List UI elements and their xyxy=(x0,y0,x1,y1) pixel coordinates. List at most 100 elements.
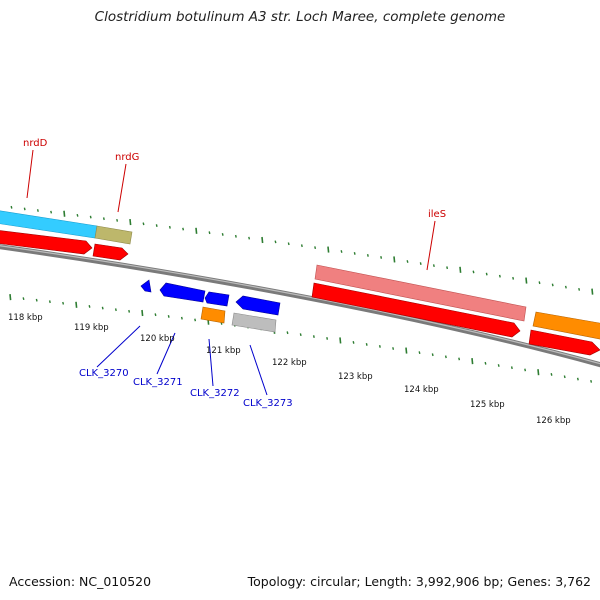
gene-label-CLK-3271[interactable]: CLK_3271 xyxy=(133,377,183,388)
gene-label-CLK-3270[interactable]: CLK_3270 xyxy=(79,368,129,379)
outer-minor-tick xyxy=(564,285,567,289)
outer-major-tick xyxy=(327,246,330,253)
outer-minor-tick xyxy=(353,252,356,255)
inner-minor-tick xyxy=(392,347,395,350)
outer-minor-tick xyxy=(208,231,211,235)
orange-feature-inner[interactable] xyxy=(200,306,226,324)
genome-backbone xyxy=(0,244,600,368)
outer-minor-tick xyxy=(406,260,409,263)
outer-major-tick xyxy=(459,266,462,273)
inner-minor-tick xyxy=(576,377,579,381)
outer-minor-tick xyxy=(23,207,26,211)
outer-minor-tick xyxy=(446,266,449,270)
outer-minor-tick xyxy=(182,227,185,231)
ruler-label-120: 120 kbp xyxy=(140,334,175,344)
cds-CLK-3270-arrow[interactable] xyxy=(140,279,152,293)
leader-ileS xyxy=(426,220,436,271)
ruler-label-121: 121 kbp xyxy=(206,346,241,356)
inner-minor-tick xyxy=(128,309,131,313)
inner-minor-tick xyxy=(22,297,25,301)
outer-minor-tick xyxy=(287,242,290,246)
outer-minor-tick xyxy=(340,250,343,253)
inner-major-tick xyxy=(75,301,78,308)
cds-CLK-3273-arrow[interactable] xyxy=(235,295,281,316)
outer-major-tick xyxy=(591,288,594,295)
leader-nrdG xyxy=(117,163,127,213)
outer-minor-tick xyxy=(419,262,422,265)
ruler-label-125: 125 kbp xyxy=(470,400,505,410)
inner-minor-tick xyxy=(444,355,447,359)
inner-minor-tick xyxy=(352,341,355,344)
gene-label-nrdG[interactable]: nrdG xyxy=(115,152,139,163)
inner-minor-tick xyxy=(154,313,157,317)
inner-minor-tick xyxy=(312,335,315,338)
inner-tick-ruler xyxy=(9,294,593,383)
ruler-label-122: 122 kbp xyxy=(272,358,307,368)
inner-minor-tick xyxy=(88,305,91,308)
outer-minor-tick xyxy=(10,205,13,209)
inner-major-tick xyxy=(405,347,408,354)
outer-minor-tick xyxy=(36,209,39,212)
cds-CLK-3271-arrow[interactable] xyxy=(159,282,206,303)
inner-minor-tick xyxy=(563,375,566,379)
orange-feature-right[interactable] xyxy=(532,311,600,340)
ruler-label-123: 123 kbp xyxy=(338,372,373,382)
cds-right-arrow[interactable] xyxy=(528,329,600,356)
inner-minor-tick xyxy=(524,368,527,372)
gene-label-nrdD[interactable]: nrdD xyxy=(23,138,48,149)
ruler-label-119: 119 kbp xyxy=(74,323,109,333)
outer-minor-tick xyxy=(142,222,145,226)
gene-label-ileS[interactable]: ileS xyxy=(428,209,446,220)
grey-feature-inner[interactable] xyxy=(231,312,277,333)
outer-minor-tick xyxy=(314,246,317,250)
outer-minor-tick xyxy=(472,270,475,274)
outer-tick-ruler xyxy=(10,205,594,295)
inner-minor-tick xyxy=(458,357,461,361)
outer-minor-tick xyxy=(116,218,119,222)
outer-minor-tick xyxy=(498,274,501,278)
outer-major-tick xyxy=(261,236,264,244)
inner-minor-tick xyxy=(365,343,368,346)
outer-minor-tick xyxy=(380,256,383,259)
inner-minor-tick xyxy=(378,345,381,348)
outer-minor-tick xyxy=(578,287,581,291)
outer-minor-tick xyxy=(248,236,251,240)
inner-minor-tick xyxy=(299,333,302,337)
inner-minor-tick xyxy=(114,308,117,312)
inner-major-tick xyxy=(9,294,12,301)
leader-CLK-3270 xyxy=(96,325,141,368)
inner-minor-tick xyxy=(510,366,513,370)
gene-ileS-lane-feature[interactable] xyxy=(314,264,527,322)
gene-label-CLK-3272[interactable]: CLK_3272 xyxy=(190,388,240,399)
outer-minor-tick xyxy=(274,240,277,244)
ruler-label-118: 118 kbp xyxy=(8,313,43,323)
inner-minor-tick xyxy=(484,361,487,365)
outer-minor-tick xyxy=(538,281,541,285)
outer-minor-tick xyxy=(221,233,224,236)
leader-CLK-3272 xyxy=(208,338,214,387)
inner-minor-tick xyxy=(180,316,183,320)
inner-minor-tick xyxy=(497,364,500,367)
inner-major-tick xyxy=(537,369,540,376)
inner-minor-tick xyxy=(326,337,329,340)
inner-major-tick xyxy=(339,337,342,344)
outer-minor-tick xyxy=(168,225,171,229)
accession-text: Accession: NC_010520 xyxy=(9,574,152,589)
cds-nrdG-arrow[interactable] xyxy=(92,243,129,261)
cds-CLK-3272-arrow[interactable] xyxy=(204,291,230,307)
gene-nrdG-lane-feature[interactable] xyxy=(94,225,133,245)
outer-minor-tick xyxy=(485,272,488,276)
inner-minor-tick xyxy=(62,301,65,305)
cds-nrdD-arrow[interactable] xyxy=(0,230,93,255)
inner-minor-tick xyxy=(194,318,197,322)
outer-major-tick xyxy=(525,277,528,284)
outer-major-tick xyxy=(63,210,66,217)
gene-label-CLK-3273[interactable]: CLK_3273 xyxy=(243,398,293,409)
inner-minor-tick xyxy=(286,331,289,335)
cds-ileS-arrow[interactable] xyxy=(311,282,521,338)
inner-minor-tick xyxy=(590,379,593,383)
leader-nrdD xyxy=(26,149,34,199)
outer-minor-tick xyxy=(89,215,92,219)
outer-minor-tick xyxy=(366,254,369,257)
